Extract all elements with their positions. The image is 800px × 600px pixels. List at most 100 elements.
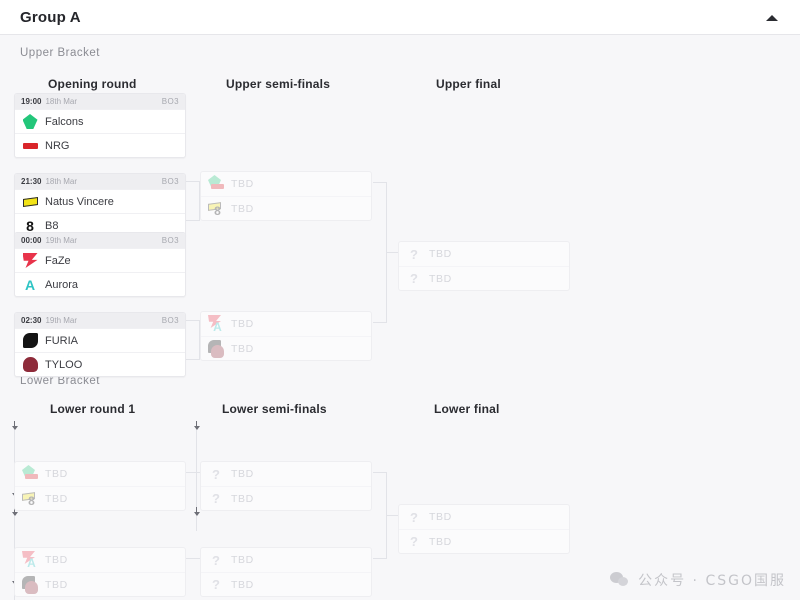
team-row[interactable]: ?TBD	[399, 505, 569, 529]
match-date: 19th Mar	[45, 236, 78, 245]
group-header: Group A	[0, 0, 800, 35]
lower-bracket-label: Lower Bracket	[20, 375, 101, 387]
falcons-logo	[22, 465, 35, 478]
pending-teams-icon: A	[208, 315, 224, 334]
tyloo-logo	[25, 580, 38, 594]
aurora-logo: A	[213, 319, 222, 334]
team-name: TBD	[231, 468, 254, 480]
team-row[interactable]: ?TBD	[399, 242, 569, 266]
navi-logo	[22, 196, 38, 207]
connector	[186, 558, 200, 559]
match-card[interactable]: ?TBD?TBD	[398, 241, 570, 291]
team-name: Aurora	[45, 278, 79, 291]
round-label-opening: Opening round	[48, 77, 137, 91]
team-row[interactable]: TBD	[15, 572, 185, 596]
match-date: 18th Mar	[45, 97, 78, 106]
upper-bracket-label: Upper Bracket	[20, 47, 101, 59]
furia-logo	[22, 575, 35, 589]
team-name: TBD	[45, 554, 68, 566]
team-row[interactable]: TBD	[15, 462, 185, 486]
match-card[interactable]: ?TBD?TBD	[200, 461, 372, 511]
team-row[interactable]: A Aurora	[15, 272, 185, 296]
team-row[interactable]: NRG	[15, 133, 185, 157]
aurora-logo: A	[22, 277, 38, 293]
team-name: TBD	[231, 554, 254, 566]
match-card[interactable]: ?TBD?TBD	[200, 547, 372, 597]
pending-teams-icon	[208, 339, 224, 358]
connector	[373, 472, 387, 473]
tyloo-logo	[22, 357, 38, 373]
match-card[interactable]: ?TBD?TBD	[398, 504, 570, 554]
match-format: BO3	[161, 236, 179, 245]
team-row[interactable]: ?TBD	[399, 266, 569, 290]
connector	[186, 181, 200, 182]
match-date: 19th Mar	[45, 316, 78, 325]
question-mark-icon: ?	[212, 552, 220, 568]
question-mark-icon: ?	[212, 491, 220, 506]
pending-teams-icon	[22, 575, 38, 594]
team-row[interactable]: ?TBD	[399, 529, 569, 553]
collapse-toggle[interactable]	[762, 9, 782, 27]
b8-logo: 8	[22, 218, 38, 234]
pending-teams-icon	[22, 465, 38, 482]
connector	[199, 320, 200, 360]
match-date: 18th Mar	[45, 177, 78, 186]
watermark-text: 公众号 · CSGO国服	[638, 573, 786, 589]
team-name: TBD	[45, 468, 68, 480]
team-name: Natus Vincere	[45, 195, 114, 208]
team-name: TBD	[429, 535, 452, 548]
team-row[interactable]: TBD	[201, 336, 371, 360]
drop-down-arrow-icon	[10, 418, 19, 430]
match-format: BO3	[161, 316, 179, 325]
loser-feed-rail	[196, 427, 197, 531]
team-row[interactable]: FaZe	[15, 248, 185, 272]
team-row[interactable]: ?TBD	[201, 462, 371, 486]
tyloo-logo	[22, 357, 38, 372]
match-time: 00:00	[21, 236, 42, 245]
match-card[interactable]: TBD 8 TBD	[14, 461, 186, 511]
b8-logo: 8	[26, 217, 34, 234]
round-label-lower-semis: Lower semi-finals	[222, 402, 327, 416]
question-mark-icon: ?	[212, 577, 220, 592]
furia-logo	[22, 333, 38, 349]
pending-teams-icon: A	[22, 551, 38, 570]
team-row[interactable]: 8 TBD	[15, 486, 185, 510]
aurora-logo: A	[27, 555, 36, 570]
team-row[interactable]: FURIA	[15, 328, 185, 352]
pending-teams-icon	[208, 175, 224, 192]
team-row[interactable]: TBD	[201, 172, 371, 196]
navi-logo	[22, 194, 38, 210]
team-row[interactable]: Falcons	[15, 109, 185, 133]
team-row[interactable]: A TBD	[15, 548, 185, 572]
tyloo-logo	[211, 344, 224, 358]
team-row[interactable]: TYLOO	[15, 352, 185, 376]
team-name: TBD	[231, 492, 254, 505]
b8-logo: 8	[28, 494, 35, 508]
round-label-lower-final: Lower final	[434, 402, 500, 416]
team-row[interactable]: ? TBD	[201, 548, 371, 572]
team-row[interactable]: ?TBD	[201, 572, 371, 596]
connector	[186, 220, 200, 221]
match-card[interactable]: A TBD TBD	[14, 547, 186, 597]
team-row[interactable]: ? TBD	[201, 486, 371, 510]
team-name: TBD	[429, 272, 452, 285]
connector	[373, 558, 387, 559]
page-title: Group A	[20, 8, 81, 26]
team-row[interactable]: Natus Vincere	[15, 189, 185, 213]
match-time: 02:30	[21, 316, 42, 325]
pending-teams-icon: 8	[22, 491, 38, 508]
round-label-upper-final: Upper final	[436, 77, 501, 91]
team-name: TBD	[45, 492, 68, 505]
